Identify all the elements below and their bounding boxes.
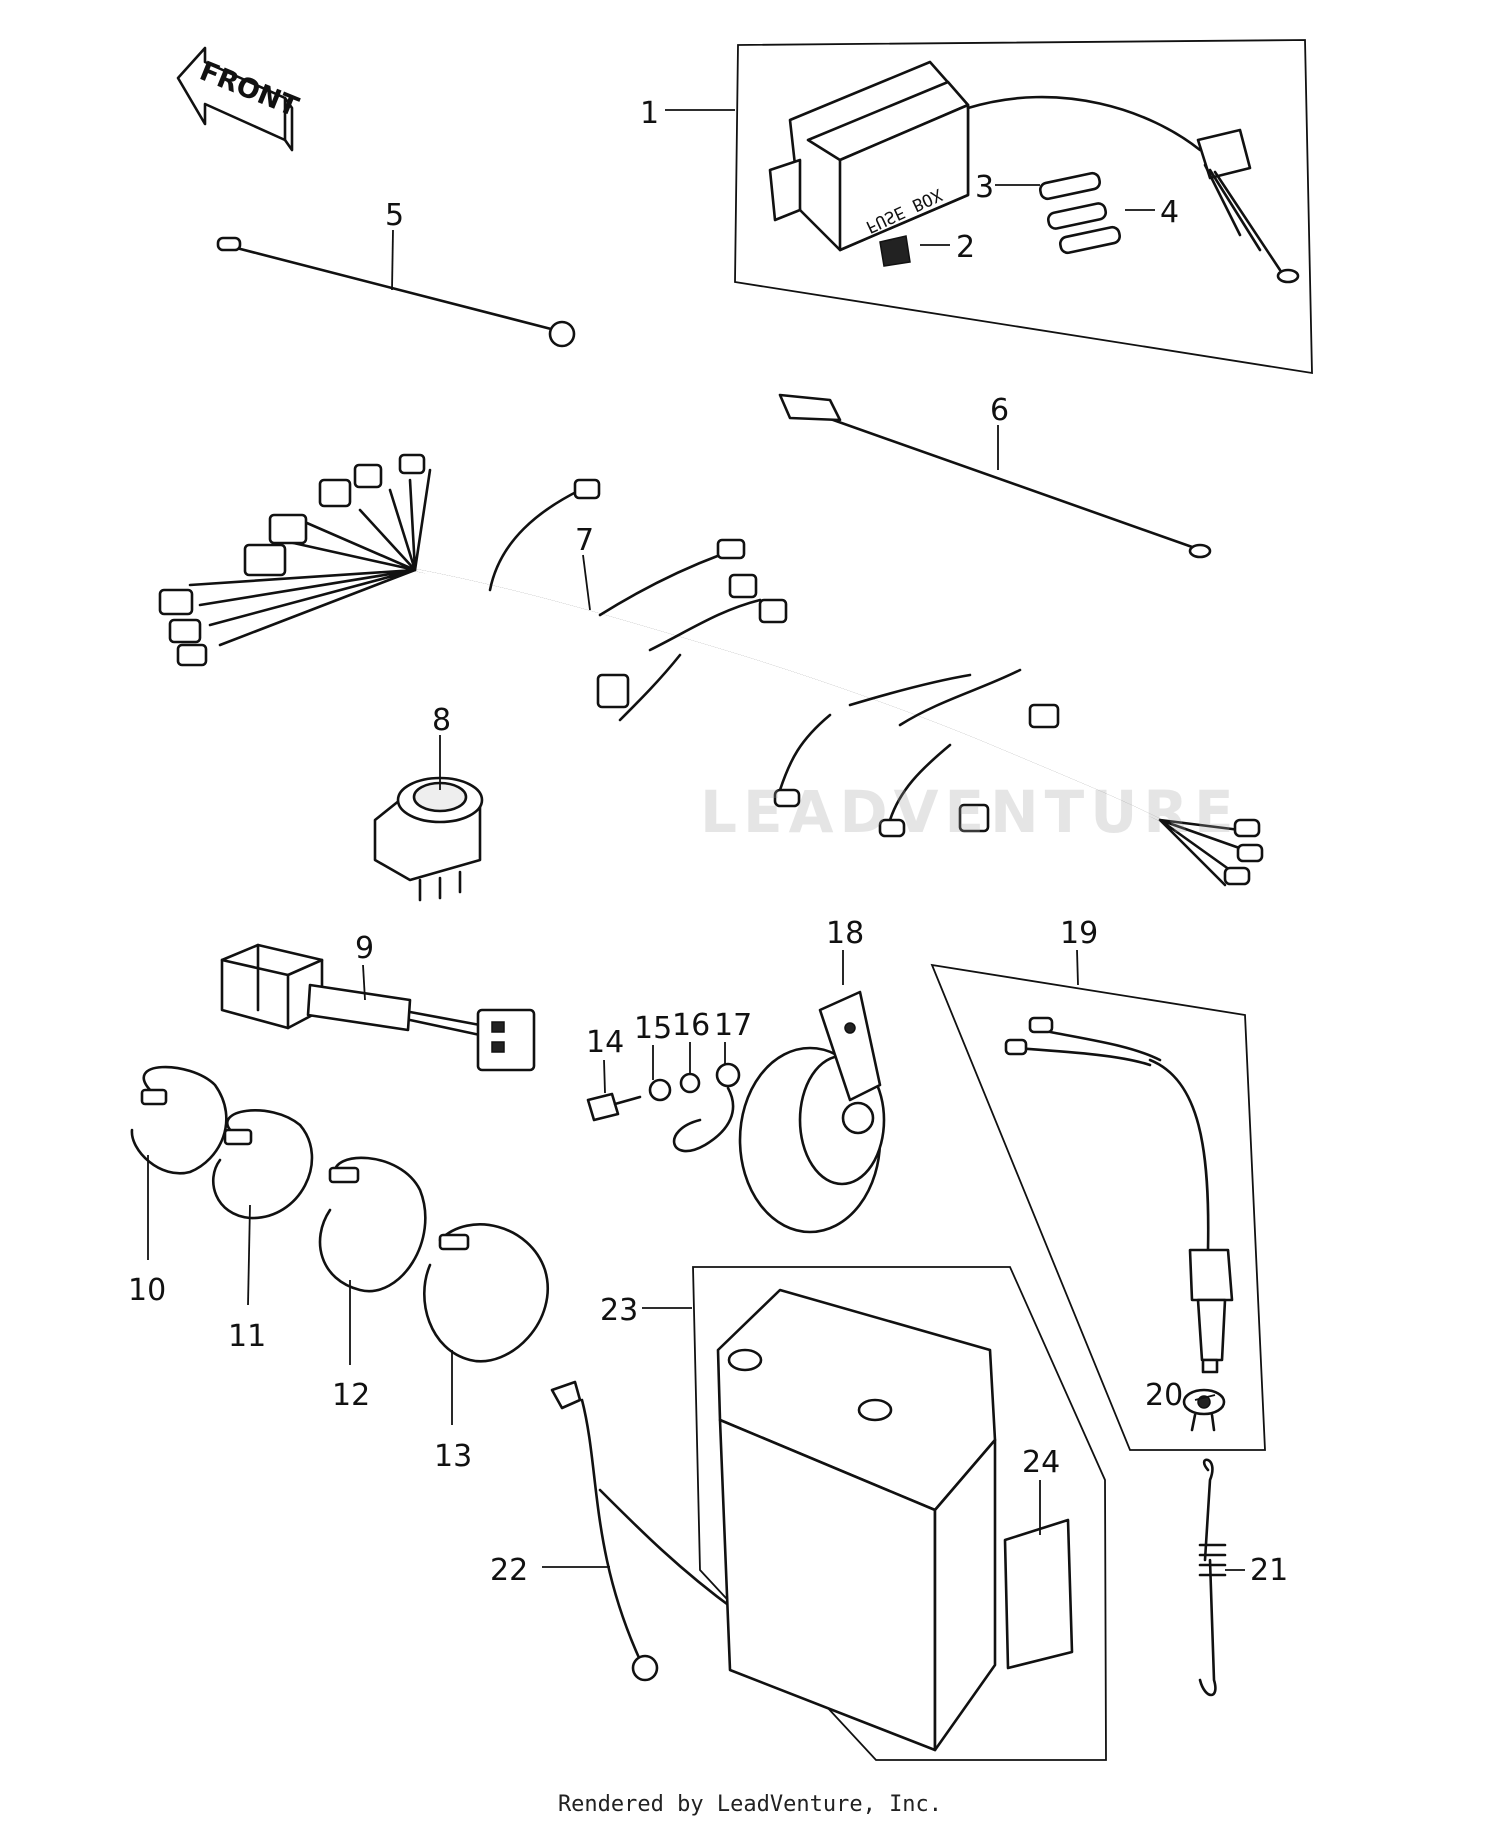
relay-8 (373, 776, 484, 902)
callout-10: 10 (128, 1273, 166, 1308)
junction-unit-9 (220, 943, 536, 1072)
main-wire-harness-7 (158, 453, 1264, 887)
callout-23: 23 (600, 1293, 638, 1328)
callout-21: 21 (1250, 1553, 1288, 1588)
callout-2: 2 (956, 230, 975, 265)
callout-19: 19 (1060, 916, 1098, 951)
callout-9: 9 (355, 931, 374, 966)
callout-15: 15 (634, 1011, 672, 1046)
callout-24: 24 (1022, 1445, 1060, 1480)
footer-credit: Rendered by LeadVenture, Inc. (557, 1792, 943, 1817)
callout-22: 22 (490, 1553, 528, 1588)
callout-leaders (147, 109, 1245, 1571)
fasteners-14-17 (586, 1062, 741, 1153)
callout-14: 14 (586, 1025, 624, 1060)
callout-3: 3 (975, 170, 994, 205)
callout-labels: 1 2 3 4 5 6 7 8 9 10 11 12 13 14 15 16 1… (128, 96, 1288, 1588)
callout-18: 18 (826, 916, 864, 951)
fuse-box-assembly: FUSE BOX (734, 39, 1313, 375)
callout-12: 12 (332, 1378, 370, 1413)
callout-8: 8 (432, 703, 451, 738)
lead-wire-6 (778, 393, 1212, 559)
callout-17: 17 (714, 1008, 752, 1043)
callout-4: 4 (1160, 195, 1179, 230)
battery-cable-22 (550, 1380, 757, 1682)
horn-18 (738, 990, 886, 1234)
callout-13: 13 (434, 1439, 472, 1474)
callout-11: 11 (228, 1319, 266, 1354)
ground-lead-5 (216, 236, 576, 348)
callout-1: 1 (640, 96, 659, 131)
callout-6: 6 (990, 393, 1009, 428)
bands-10-13 (130, 1065, 549, 1363)
callout-5: 5 (385, 198, 404, 233)
callout-7: 7 (575, 523, 594, 558)
front-arrow: FRONT (176, 46, 303, 152)
switch-assembly-19-21 (930, 963, 1266, 1697)
callout-20: 20 (1145, 1378, 1183, 1413)
callout-16: 16 (672, 1008, 710, 1043)
battery-23 (692, 1266, 1107, 1761)
